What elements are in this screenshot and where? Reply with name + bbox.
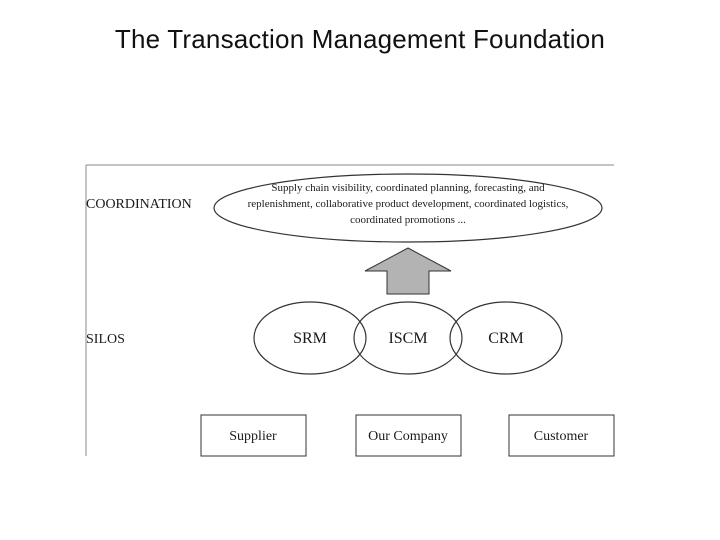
coordination-text-line-1: Supply chain visibility, coordinated pla…	[271, 182, 545, 194]
silo-label-crm: CRM	[488, 330, 524, 347]
coordination-text-line-3: coordinated promotions ...	[350, 214, 466, 226]
silo-label-iscm: ISCM	[388, 330, 427, 347]
level-label-silos: SILOS	[86, 332, 125, 347]
coordination-text-line-2: replenishment, collaborative product dev…	[248, 198, 569, 210]
silo-circle-crm	[449, 301, 563, 375]
party-label-our-company: Our Company	[368, 429, 448, 444]
level-label-coordination: COORDINATION	[86, 197, 192, 212]
slide-title: The Transaction Management Foundation	[114, 24, 606, 54]
party-box-supplier	[200, 414, 307, 457]
silo-circle-srm	[253, 301, 367, 375]
up-arrow	[364, 247, 452, 295]
silo-label-srm: SRM	[293, 330, 327, 347]
silo-circle-iscm	[353, 301, 463, 375]
party-label-customer: Customer	[534, 429, 589, 444]
party-label-supplier: Supplier	[229, 429, 277, 444]
party-box-customer	[508, 414, 615, 457]
coordination-ellipse	[213, 173, 603, 243]
party-box-our-company	[355, 414, 462, 457]
